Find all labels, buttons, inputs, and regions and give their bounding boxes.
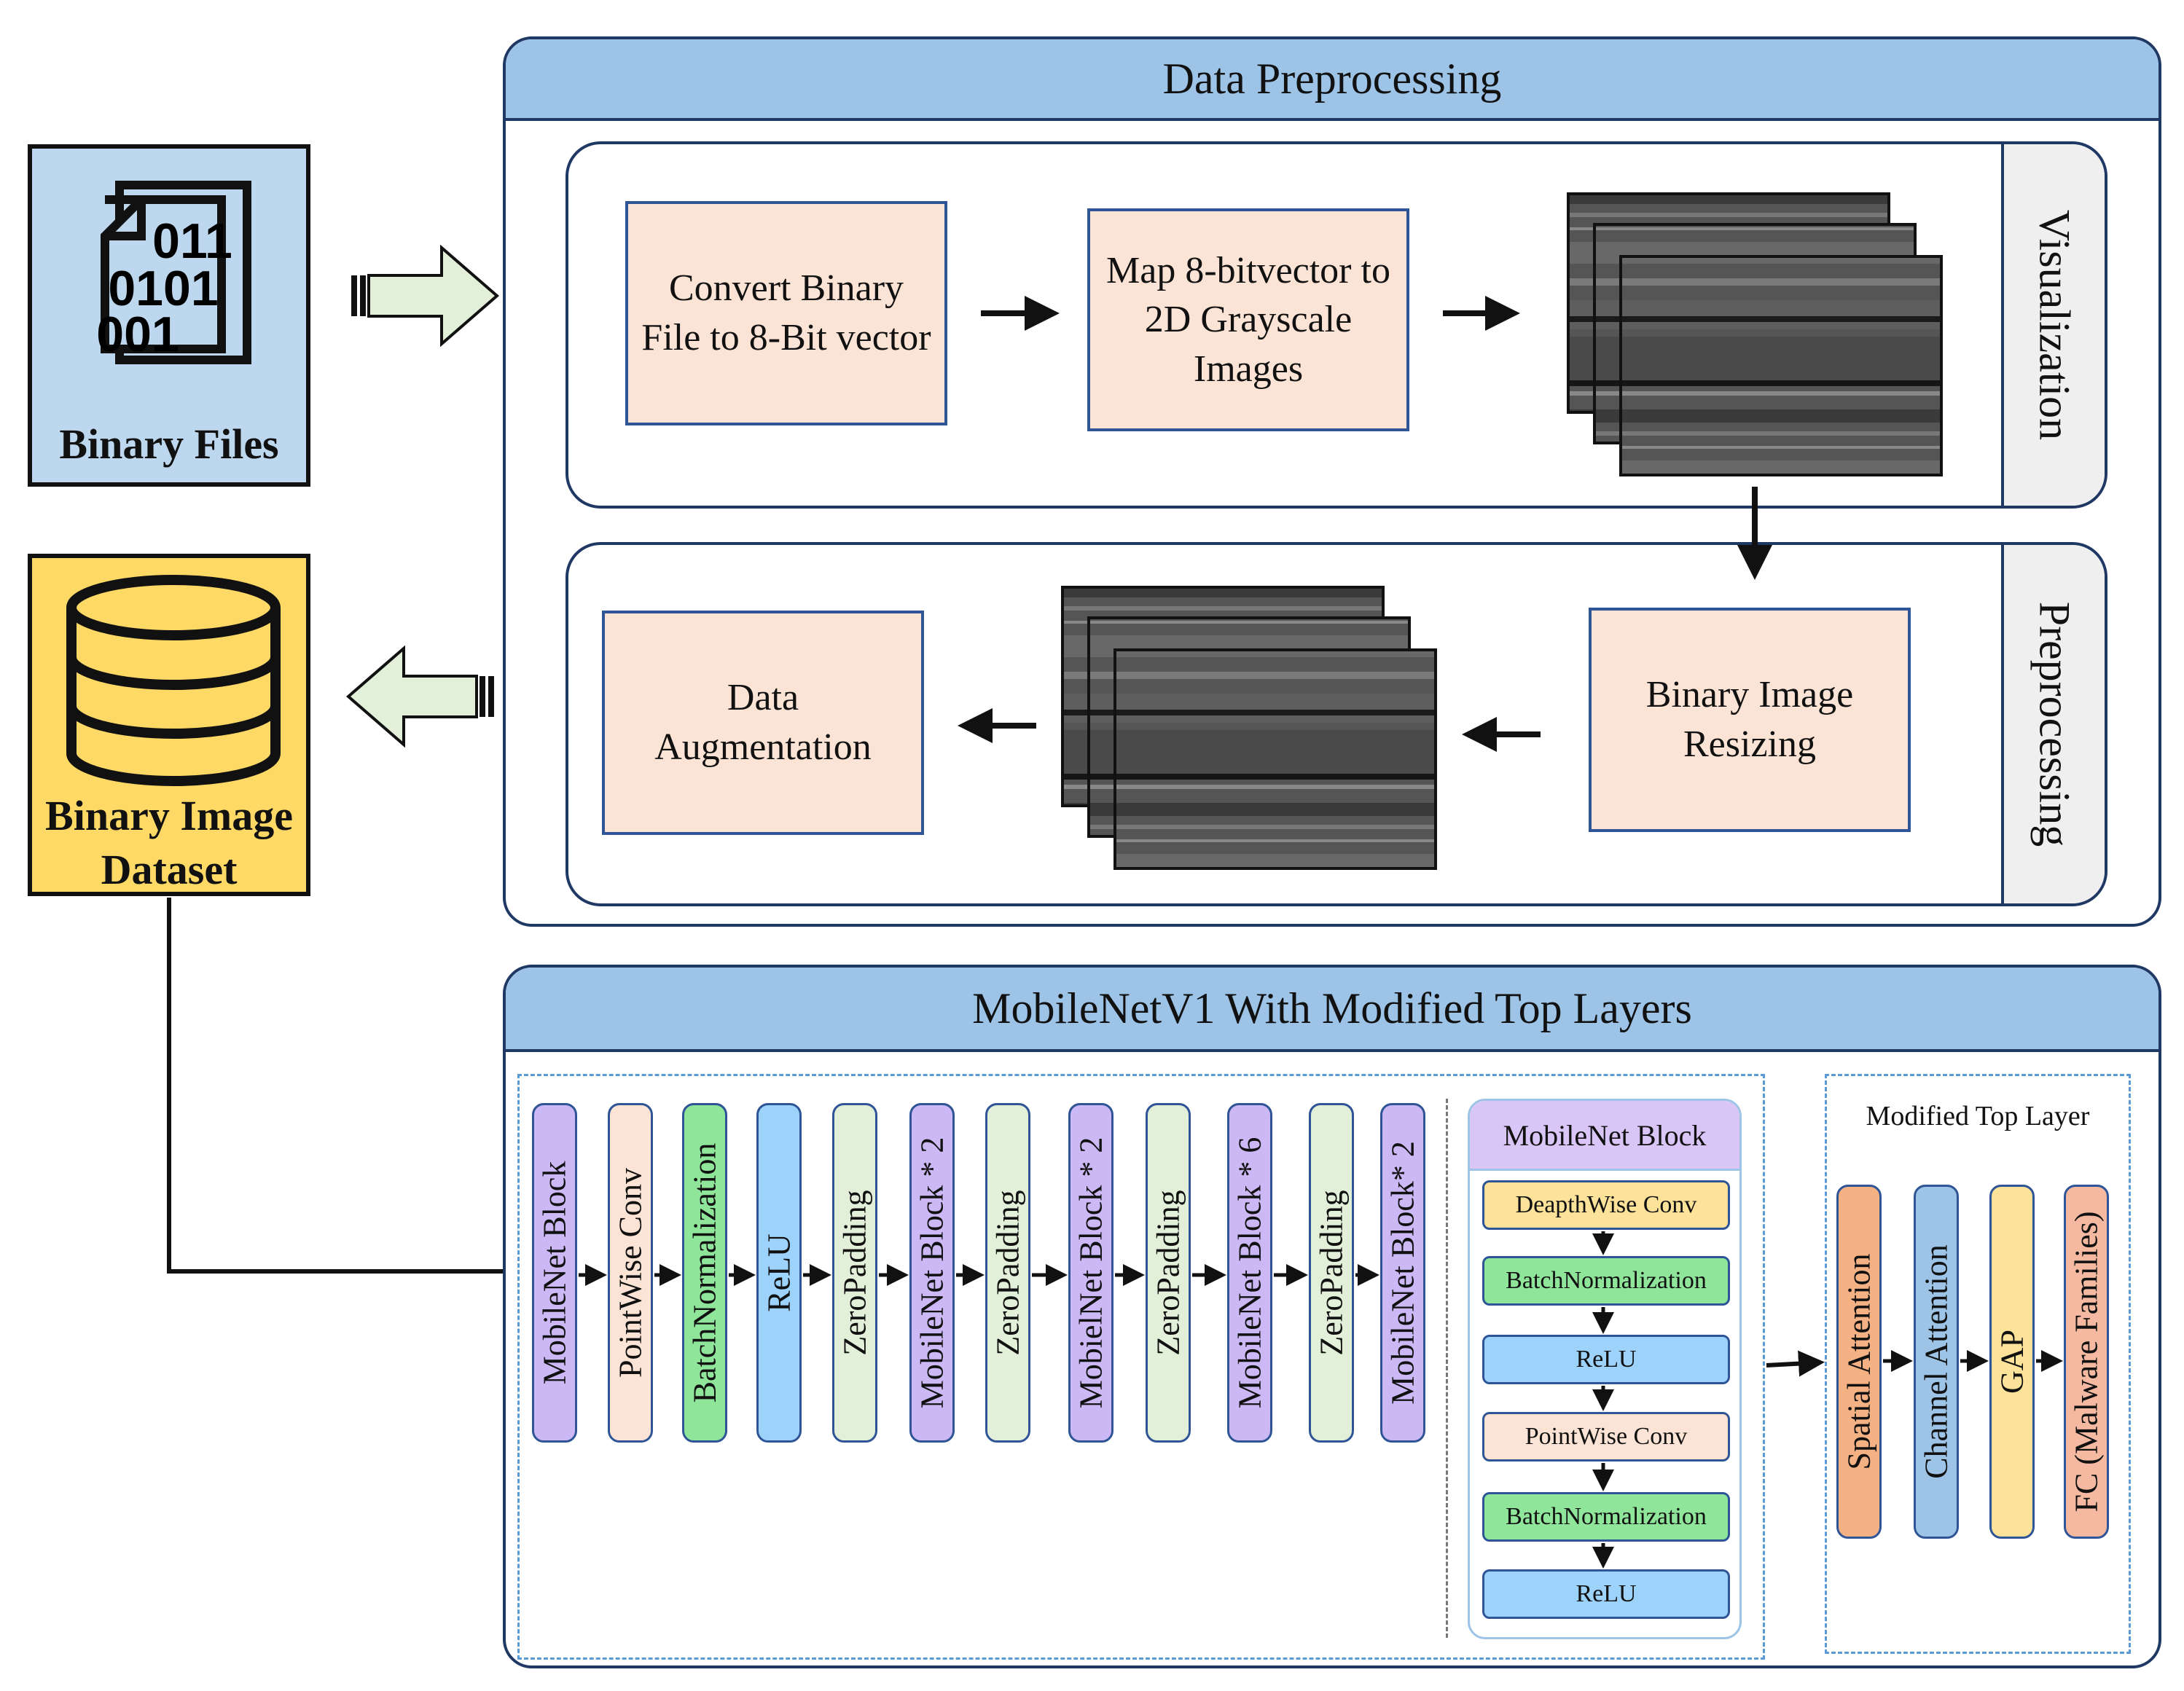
- top-gap: GAP: [1989, 1185, 2035, 1539]
- block-step-batchnorm-1: BatchNormalization: [1482, 1256, 1730, 1306]
- bits-line-1: 011: [152, 213, 232, 269]
- preprocessing-tab: Preprocessing: [2001, 545, 2105, 903]
- layer-zeropadding-4: ZeroPadding: [1309, 1103, 1354, 1443]
- layer-mobilenet-block-x2-b: MobielNet Block * 2: [1068, 1103, 1113, 1443]
- layer-pointwise-conv: PointWise Conv: [608, 1103, 653, 1443]
- layer-mobilenet-block-x6: MobileNet Block * 6: [1227, 1103, 1272, 1443]
- block-step-batchnorm-2: BatchNormalization: [1482, 1492, 1730, 1542]
- binary-document-icon: 011 0101 001: [96, 181, 251, 364]
- data-augmentation-line1: Data: [727, 677, 799, 719]
- layer-zeropadding-1: ZeroPadding: [832, 1103, 877, 1443]
- bits-line-2: 0101: [108, 261, 218, 316]
- layer-mobilenet-block: MobileNet Block: [532, 1103, 577, 1443]
- top-fc-malware-families: FC (Malware Families): [2064, 1185, 2109, 1539]
- mobilenet-block-title: MobileNet Block: [1470, 1101, 1739, 1171]
- block-step-relu-2: ReLU: [1482, 1569, 1730, 1619]
- dataset-label-line2: Dataset: [101, 846, 238, 893]
- layer-batchnormalization: BatchNormalization: [682, 1103, 727, 1443]
- layer-relu: ReLU: [756, 1103, 802, 1443]
- dataset-label-line1: Binary Image: [45, 792, 293, 839]
- block-step-relu-1: ReLU: [1482, 1335, 1730, 1384]
- arrow-into-preprocessing-icon: [351, 245, 500, 347]
- top-spatial-attention: Spatial Attention: [1836, 1185, 1882, 1539]
- visualization-tab: Visualization: [2001, 144, 2105, 506]
- modified-top-layer-title: Modified Top Layer: [1866, 1101, 2090, 1131]
- database-icon: [66, 575, 281, 786]
- binary-image-dataset-node: Binary Image Dataset: [28, 554, 310, 896]
- grayscale-images-stack-2: [1061, 586, 1437, 870]
- binary-image-resizing-box: Binary Image Resizing: [1589, 608, 1911, 832]
- data-augmentation-line2: Augmentation: [654, 726, 872, 768]
- backbone-dashed-region: [517, 1074, 1765, 1660]
- data-augmentation-box: Data Augmentation: [602, 611, 924, 835]
- arrow-to-dataset-icon: [345, 646, 494, 748]
- mobilenet-title: MobileNetV1 With Modified Top Layers: [506, 968, 2158, 1052]
- layer-zeropadding-2: ZeroPadding: [985, 1103, 1030, 1443]
- data-preprocessing-title: Data Preprocessing: [506, 39, 2158, 121]
- top-channel-attention: Channel Attention: [1914, 1185, 1959, 1539]
- bits-line-3: 001: [96, 307, 179, 362]
- grayscale-images-stack-1: [1567, 192, 1943, 476]
- layer-mobilenet-block-x2-c: MobileNet Block* 2: [1380, 1103, 1425, 1443]
- block-separator: [1446, 1099, 1448, 1638]
- map-to-grayscale-box: Map 8-bitvector to 2D Grayscale Images: [1087, 208, 1409, 431]
- layer-mobilenet-block-x2-a: MobileNet Block * 2: [909, 1103, 955, 1443]
- block-step-pointwise-conv: PointWise Conv: [1482, 1412, 1730, 1462]
- preprocessing-tab-label: Preprocessing: [2030, 601, 2079, 847]
- visualization-tab-label: Visualization: [2030, 209, 2079, 441]
- block-step-depthwise-conv: DeapthWise Conv: [1482, 1180, 1730, 1230]
- binary-files-label: Binary Files: [59, 420, 279, 468]
- binary-files-node: 011 0101 001 Binary Files: [28, 144, 310, 487]
- layer-zeropadding-3: ZeroPadding: [1146, 1103, 1191, 1443]
- convert-binary-box: Convert Binary File to 8-Bit vector: [625, 201, 947, 425]
- top-layer-dashed-region: [1825, 1074, 2131, 1654]
